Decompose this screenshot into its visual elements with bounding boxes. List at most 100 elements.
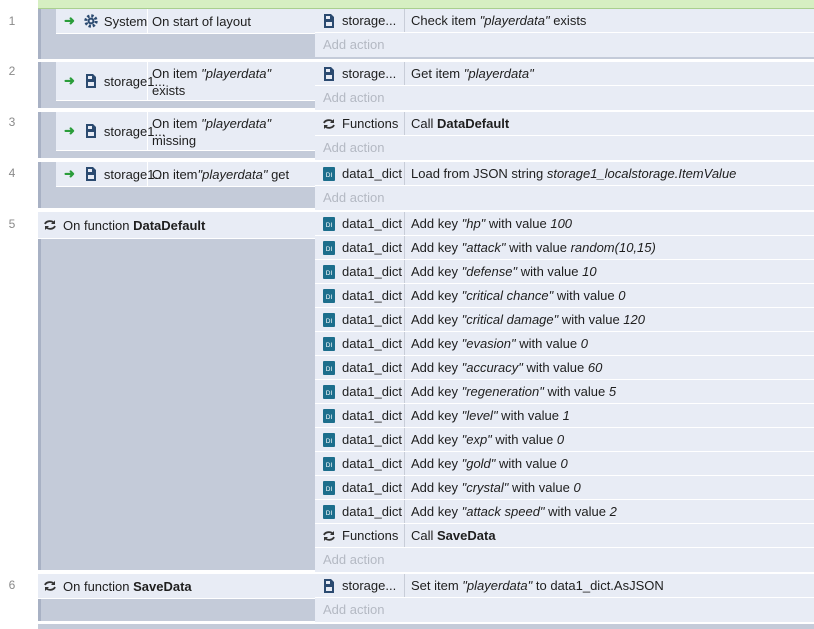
condition-row[interactable]: ➜ storage1... On item "playerdata"exists: [56, 62, 352, 101]
dictionary-icon: DI: [323, 312, 335, 327]
action-row[interactable]: DI data1_dict Add key "crystal" with value…: [315, 476, 814, 500]
previous-group-header: [38, 0, 814, 9]
action-row[interactable]: storage... Set item "playerdata" to data…: [315, 574, 814, 598]
condition-row[interactable]: ➜ System On start of layout: [56, 9, 352, 34]
event-block[interactable]: ➜ System On start of layout storage... C…: [38, 9, 814, 59]
dictionary-icon: DI: [323, 480, 335, 495]
action-text: Add key "crystal" with value 0: [411, 480, 581, 495]
action-row[interactable]: DI data1_dict Add key "evasion" with value…: [315, 332, 814, 356]
condition-row[interactable]: ➜ storage1... On item "playerdata" get: [56, 162, 352, 187]
event-block[interactable]: ➜ storage1... On item "playerdata" get D…: [38, 162, 814, 210]
action-text: Add key "critical damage" with value 120: [411, 312, 645, 327]
trigger-arrow-icon: ➜: [64, 166, 75, 181]
action-object-name: data1_dict: [342, 480, 402, 495]
add-action-button[interactable]: Add action: [315, 186, 814, 210]
actions-list: storage... Check item "playerdata" exist…: [315, 9, 814, 57]
svg-text:DI: DI: [326, 510, 333, 517]
action-row[interactable]: DI data1_dict Add key "critical chance" wi…: [315, 284, 814, 308]
dictionary-icon: DI: [323, 504, 335, 519]
dictionary-icon: DI: [323, 264, 335, 279]
event-block[interactable]: ➜ storage1... On item "playerdata"missin…: [38, 112, 814, 160]
condition-object: ➜ storage1...: [56, 112, 165, 150]
action-row[interactable]: Functions Call DataDefault: [315, 112, 814, 136]
action-row[interactable]: storage... Check item "playerdata" exist…: [315, 9, 814, 33]
event-block[interactable]: On function SaveData storage... Set item…: [38, 574, 814, 622]
action-text: Check item "playerdata" exists: [411, 13, 587, 28]
storage-icon: [85, 74, 96, 88]
action-object-name: data1_dict: [342, 456, 402, 471]
condition-object-name: System: [103, 13, 148, 29]
trigger-arrow-icon: ➜: [64, 73, 75, 88]
function-loop-icon: [323, 530, 335, 541]
add-action-button[interactable]: Add action: [315, 136, 814, 160]
action-text: Load from JSON string storage1_localstor…: [411, 166, 737, 181]
condition-row[interactable]: ➜ storage1... On item "playerdata"missin…: [56, 112, 352, 151]
add-action-button[interactable]: Add action: [315, 548, 814, 572]
condition-row[interactable]: On function SaveData: [38, 574, 352, 599]
event-number: 1: [8, 14, 16, 28]
action-object-name: Functions: [342, 528, 399, 543]
storage-icon: [85, 124, 96, 138]
action-text: Call DataDefault: [411, 116, 510, 131]
function-loop-icon: [44, 220, 56, 230]
add-action-button[interactable]: Add action: [315, 33, 814, 57]
action-text: Add key "exp" with value 0: [411, 432, 565, 447]
function-name: DataDefault: [133, 217, 206, 233]
action-text: Add key "evasion" with value 0: [411, 336, 588, 351]
condition-text: On item "playerdata"missing: [152, 116, 272, 148]
action-text: Add key "attack speed" with value 2: [411, 504, 617, 519]
action-object-name: storage...: [342, 66, 397, 81]
action-text: Add key "critical chance" with value 0: [411, 288, 626, 303]
action-row[interactable]: DI data1_dict Add key "gold" with value 0: [315, 452, 814, 476]
action-object-name: data1_dict: [342, 264, 402, 279]
svg-text:DI: DI: [326, 246, 333, 253]
action-object-name: data1_dict: [342, 312, 402, 327]
svg-text:DI: DI: [326, 342, 333, 349]
trigger-arrow-icon: ➜: [64, 123, 75, 138]
action-text: Add key "accuracy" with value 60: [411, 360, 603, 375]
action-row[interactable]: storage... Get item "playerdata": [315, 62, 814, 86]
svg-text:DI: DI: [326, 390, 333, 397]
gear-icon: [84, 14, 98, 28]
event-number: 3: [8, 115, 16, 129]
storage-icon: [85, 167, 96, 181]
action-object-name: storage...: [342, 578, 397, 593]
function-loop-icon: [323, 118, 335, 129]
svg-text:DI: DI: [326, 172, 333, 179]
svg-text:DI: DI: [326, 222, 333, 229]
trigger-arrow-icon: ➜: [64, 13, 75, 28]
svg-text:DI: DI: [326, 414, 333, 421]
action-text: Add key "gold" with value 0: [411, 456, 568, 471]
dictionary-icon: DI: [323, 456, 335, 471]
condition-row[interactable]: On function DataDefault: [38, 212, 352, 239]
action-row[interactable]: DI data1_dict Load from JSON string stora…: [315, 162, 814, 186]
action-row[interactable]: DI data1_dict Add key "critical damage" wi…: [315, 308, 814, 332]
add-action-button[interactable]: Add action: [315, 86, 814, 110]
action-object-name: storage...: [342, 13, 397, 28]
action-object-name: data1_dict: [342, 240, 402, 255]
action-object-name: data1_dict: [342, 166, 402, 181]
condition-object: ➜ storage1...: [56, 62, 165, 100]
action-object-name: data1_dict: [342, 288, 402, 303]
actions-list: DI data1_dict Load from JSON string stora…: [315, 162, 814, 210]
event-block[interactable]: ➜ storage1... On item "playerdata"exists…: [38, 62, 814, 110]
condition-object-name: storage1...: [103, 166, 166, 182]
action-text: Call SaveData: [411, 528, 496, 543]
action-row[interactable]: Functions Call SaveData: [315, 524, 814, 548]
condition-text: On item "playerdata"exists: [152, 66, 272, 98]
action-text: Add key "regeneration" with value 5: [411, 384, 617, 399]
svg-text:DI: DI: [326, 294, 333, 301]
action-object-name: data1_dict: [342, 336, 402, 351]
action-text: Add key "level" with value 1: [411, 408, 570, 423]
add-action-button[interactable]: Add action: [315, 598, 814, 622]
condition-object-name: storage1...: [103, 123, 166, 139]
